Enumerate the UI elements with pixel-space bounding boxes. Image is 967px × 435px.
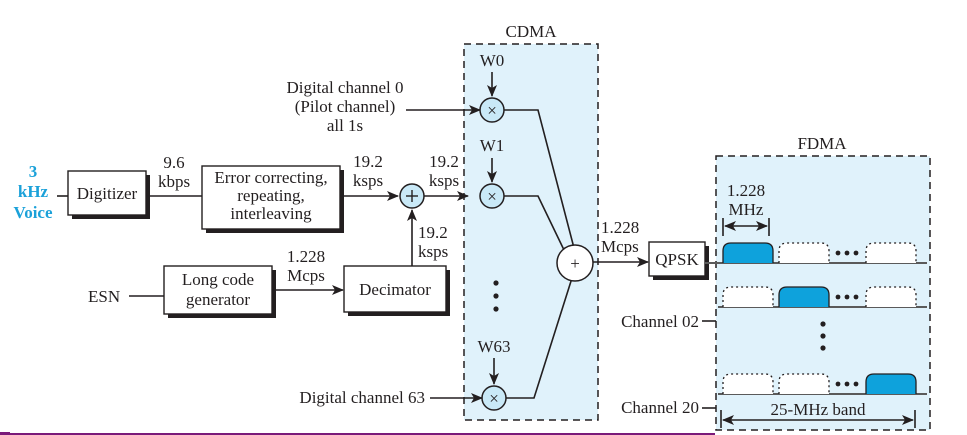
- qpsk-label: QPSK: [655, 250, 699, 269]
- cdma-region: CDMA: [463, 22, 599, 421]
- rate-ec-value: 19.2: [353, 152, 383, 171]
- walsh-code-w1: W1: [480, 136, 505, 155]
- esn-label: ESN: [88, 287, 120, 306]
- horizontal-ellipsis-dot: [853, 250, 859, 256]
- rate-digitizer-unit: kbps: [158, 172, 190, 191]
- cdma-title: CDMA: [505, 22, 557, 41]
- walsh-w63: W63 ×: [477, 337, 511, 411]
- fdma-title: FDMA: [797, 134, 847, 153]
- idle-channel-slot: [865, 242, 917, 263]
- idle-channel-slot: [722, 286, 774, 307]
- walsh-code-w0: W0: [480, 51, 505, 70]
- horizontal-ellipsis-dot: [853, 381, 859, 387]
- voice-line-1: 3: [29, 162, 38, 181]
- error-correcting-line-2: repeating,: [237, 186, 305, 205]
- idle-channel-slot: [865, 286, 917, 307]
- rate-cdma-unit: Mcps: [601, 237, 639, 256]
- pilot-line-1: Digital channel 0: [286, 78, 403, 97]
- walsh-w0: W0 ×: [479, 51, 505, 123]
- channel-label-02: Channel 02: [621, 312, 699, 331]
- sum-symbol: +: [570, 254, 580, 273]
- rate-decimator-unit: ksps: [418, 242, 448, 261]
- idle-channel-slot: [778, 373, 830, 394]
- channel-label-20: Channel 20: [621, 398, 699, 417]
- error-correcting-block: Error correcting, repeating, interleavin…: [201, 165, 344, 233]
- active-channel-slot: [865, 373, 917, 394]
- active-channel-slot: [778, 286, 830, 307]
- decimator-block: Decimator: [343, 265, 450, 316]
- multiply-symbol-63: ×: [489, 389, 499, 408]
- rate-ec-unit: ksps: [353, 171, 383, 190]
- voice-input-label: 3 kHz Voice: [13, 162, 52, 222]
- horizontal-ellipsis-dot: [835, 250, 841, 256]
- rate-long-code-unit: Mcps: [287, 266, 325, 285]
- idle-channel-slot: [722, 373, 774, 394]
- footer-rule: [0, 433, 715, 435]
- pilot-line-3: all 1s: [327, 116, 363, 135]
- fdma-channel-rows: [705, 242, 927, 395]
- qpsk-block: QPSK: [648, 241, 709, 280]
- channel-width-unit: MHz: [729, 200, 764, 219]
- long-code-generator-block: Long code generator: [163, 265, 276, 318]
- horizontal-ellipsis-dot: [844, 250, 850, 256]
- channel63-label: Digital channel 63: [299, 388, 425, 407]
- walsh-code-w63: W63: [477, 337, 510, 356]
- scrambler-sum-node: [399, 183, 425, 209]
- horizontal-ellipsis-dot: [844, 381, 850, 387]
- idle-channel-slot: [778, 242, 830, 263]
- vertical-ellipsis-fdma: [820, 321, 826, 351]
- rate-cdma-value: 1.228: [601, 218, 639, 237]
- walsh-w1: W1 ×: [479, 136, 505, 209]
- multiply-symbol-0: ×: [487, 101, 497, 120]
- rate-decimator-value: 19.2: [418, 223, 448, 242]
- vertical-ellipsis-cdma: [493, 280, 499, 312]
- rate-sum-value: 19.2: [429, 152, 459, 171]
- pilot-line-2: (Pilot channel): [295, 97, 396, 116]
- horizontal-ellipsis-dot: [844, 294, 850, 300]
- horizontal-ellipsis-dot: [853, 294, 859, 300]
- cdma-sum-node: +: [556, 244, 594, 282]
- band-label: 25-MHz band: [771, 400, 866, 419]
- horizontal-ellipsis-dot: [835, 381, 841, 387]
- horizontal-ellipsis-dot: [835, 294, 841, 300]
- digitizer-label: Digitizer: [77, 184, 138, 203]
- rate-long-code-value: 1.228: [287, 247, 325, 266]
- rate-digitizer-value: 9.6: [163, 153, 184, 172]
- voice-line-2: kHz: [18, 182, 49, 201]
- channel-width-value: 1.228: [727, 181, 765, 200]
- active-channel-slot: [722, 242, 774, 263]
- decimator-label: Decimator: [359, 280, 431, 299]
- voice-line-3: Voice: [13, 203, 52, 222]
- error-correcting-line-3: interleaving: [230, 204, 312, 223]
- digitizer-block: Digitizer: [67, 170, 150, 219]
- error-correcting-line-1: Error correcting,: [214, 168, 327, 187]
- long-code-line-2: generator: [186, 290, 251, 309]
- multiply-symbol-1: ×: [487, 187, 497, 206]
- rate-sum-unit: ksps: [429, 171, 459, 190]
- long-code-line-1: Long code: [182, 270, 254, 289]
